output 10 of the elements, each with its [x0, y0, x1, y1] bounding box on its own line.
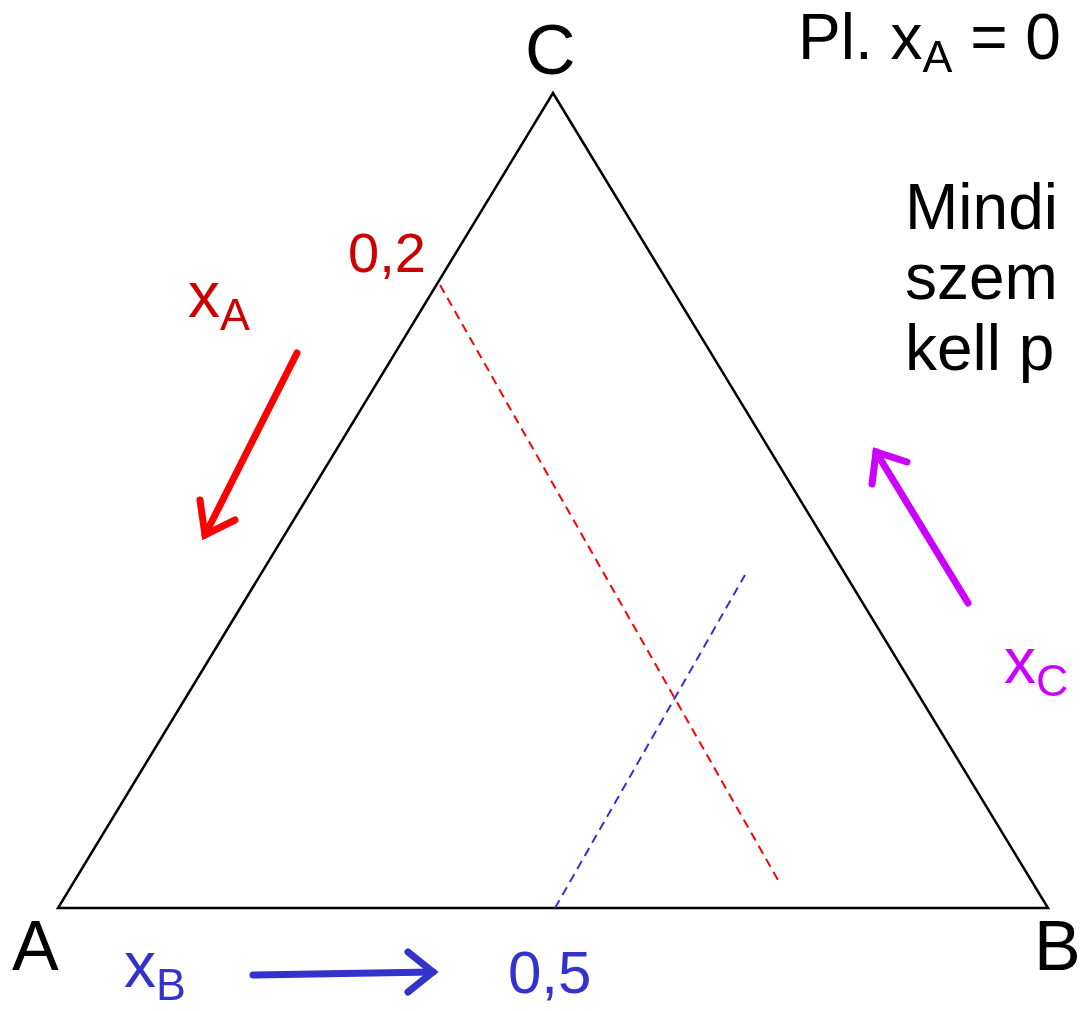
vertex-label: A [12, 908, 59, 985]
vertex-label: B [1034, 908, 1081, 985]
axis-label: x$_{C}$ [1004, 626, 1069, 697]
example-text: Pl. x$_{A}$ = 0 [798, 2, 1061, 73]
vertex-label: C [525, 12, 576, 89]
axis-label: x$_{B}$ [124, 930, 186, 1001]
tick-label: 0,2 [348, 222, 426, 284]
axis-label: x$_{A}$ [188, 260, 250, 331]
note-text: Mindi szem kell p [905, 172, 1059, 384]
tick-label: 0,5 [508, 940, 592, 1006]
